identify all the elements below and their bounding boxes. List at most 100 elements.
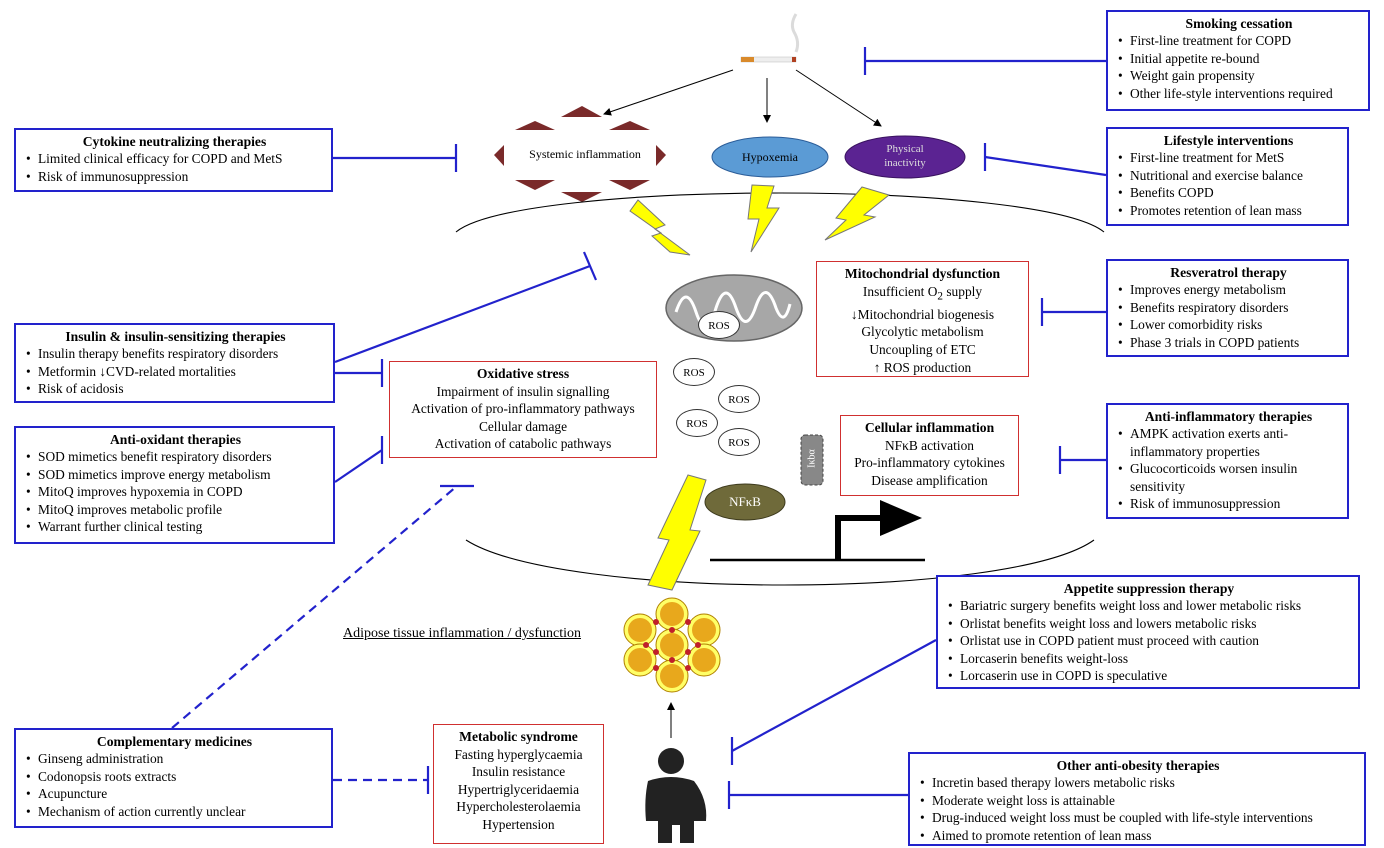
ikba-label: Iκbα bbox=[806, 449, 818, 468]
antioxidant-item: MitoQ improves hypoxemia in COPD bbox=[26, 483, 327, 501]
smoking-item: Other life-style interventions required bbox=[1118, 85, 1362, 103]
antioxidant-item: MitoQ improves metabolic profile bbox=[26, 501, 327, 519]
cytokine-item: Limited clinical efficacy for COPD and M… bbox=[26, 150, 325, 168]
transcription-arrow-icon bbox=[710, 500, 925, 562]
cytokine-title: Cytokine neutralizing therapies bbox=[82, 134, 267, 149]
lifestyle-box: Lifestyle interventions First-line treat… bbox=[1106, 127, 1349, 226]
smoking-item: First-line treatment for COPD bbox=[1118, 32, 1362, 50]
inactivity-ellipse bbox=[844, 135, 966, 179]
ikba-tag bbox=[800, 434, 824, 486]
metabolic-line: Hypertension bbox=[482, 816, 555, 832]
smoking-cessation-box: Smoking cessation First-line treatment f… bbox=[1106, 10, 1370, 111]
cellular-line: Pro-inflammatory cytokines bbox=[854, 455, 1005, 471]
ros-bubble: ROS bbox=[676, 409, 718, 437]
resveratrol-item: Benefits respiratory disorders bbox=[1118, 299, 1341, 317]
systemic-inflammation-label: Systemic inflammation bbox=[529, 147, 641, 161]
complementary-item: Codonopsis roots extracts bbox=[26, 768, 325, 786]
mito-o2-sub: 2 bbox=[937, 290, 943, 303]
hypoxemia-label: Hypoxemia bbox=[742, 150, 798, 164]
cellular-line: Disease amplification bbox=[871, 472, 988, 488]
lifestyle-item: Promotes retention of lean mass bbox=[1118, 202, 1341, 220]
metabolic-syndrome-box: Metabolic syndrome Fasting hyperglycaemi… bbox=[433, 724, 604, 844]
antiinflammatory-item: Risk of immunosuppression bbox=[1118, 495, 1341, 513]
ros-bubble: ROS bbox=[698, 311, 740, 339]
metabolic-title: Metabolic syndrome bbox=[459, 729, 578, 744]
complementary-title: Complementary medicines bbox=[96, 734, 253, 749]
lifestyle-item: Benefits COPD bbox=[1118, 184, 1341, 202]
appetite-title: Appetite suppression therapy bbox=[1063, 581, 1235, 596]
mito-line: Insufficient O2 supply bbox=[823, 283, 1022, 306]
lifestyle-item: First-line treatment for MetS bbox=[1118, 149, 1341, 167]
metabolic-line: Fasting hyperglycaemia bbox=[454, 746, 583, 762]
lifestyle-item: Nutritional and exercise balance bbox=[1118, 167, 1341, 185]
appetite-item: Lorcaserin use in COPD is speculative bbox=[948, 667, 1352, 685]
antiobesity-item: Moderate weight loss is attainable bbox=[920, 792, 1358, 810]
oxidative-stress-box: Oxidative stress Impairment of insulin s… bbox=[389, 361, 657, 458]
appetite-item: Orlistat use in COPD patient must procee… bbox=[948, 632, 1352, 650]
resveratrol-item: Phase 3 trials in COPD patients bbox=[1118, 334, 1341, 352]
ros-bubble: ROS bbox=[718, 385, 760, 413]
cell-membrane-top bbox=[455, 192, 1105, 233]
antiobesity-item: Incretin based therapy lowers metabolic … bbox=[920, 774, 1358, 792]
oxidative-line: Cellular damage bbox=[478, 418, 568, 434]
arrow-to-inactivity bbox=[795, 69, 882, 127]
antiobesity-item: Drug-induced weight loss must be coupled… bbox=[920, 809, 1358, 827]
insulin-item: Metformin ↓CVD-related mortalities bbox=[26, 363, 327, 381]
complementary-item: Ginseng administration bbox=[26, 750, 325, 768]
complementary-item: Acupuncture bbox=[26, 785, 325, 803]
insulin-box: Insulin & insulin-sensitizing therapies … bbox=[14, 323, 335, 403]
smoking-item: Weight gain propensity bbox=[1118, 67, 1362, 85]
mito-line: Uncoupling of ETC bbox=[869, 342, 976, 358]
appetite-item: Orlistat benefits weight loss and lowers… bbox=[948, 615, 1352, 633]
antioxidant-item: SOD mimetics benefit respiratory disorde… bbox=[26, 448, 327, 466]
metabolic-line: Hypertriglyceridaemia bbox=[457, 781, 580, 797]
insulin-item: Risk of acidosis bbox=[26, 380, 327, 398]
nfkb-ellipse bbox=[704, 483, 786, 521]
mito-line: ↑ ROS production bbox=[873, 359, 972, 375]
resveratrol-item: Improves energy metabolism bbox=[1118, 281, 1341, 299]
mito-line: Glycolytic metabolism bbox=[861, 324, 984, 340]
anti-obesity-box: Other anti-obesity therapies Incretin ba… bbox=[908, 752, 1366, 846]
nfkb-label: NFκB bbox=[729, 494, 761, 509]
adipose-label: Adipose tissue inflammation / dysfunctio… bbox=[343, 626, 581, 641]
complementary-box: Complementary medicines Ginseng administ… bbox=[14, 728, 333, 828]
inactivity-label-line2: inactivity bbox=[884, 157, 926, 169]
smoking-title: Smoking cessation bbox=[1185, 16, 1293, 31]
ros-bubble: ROS bbox=[718, 428, 760, 456]
antiinflammatory-title: Anti-inflammatory therapies bbox=[1144, 409, 1313, 424]
smoking-item: Initial appetite re-bound bbox=[1118, 50, 1362, 68]
appetite-item: Lorcaserin benefits weight-loss bbox=[948, 650, 1352, 668]
resveratrol-title: Resveratrol therapy bbox=[1170, 265, 1287, 280]
mito-line: ↓Mitochondrial biogenesis bbox=[850, 306, 995, 322]
appetite-item: Bariatric surgery benefits weight loss a… bbox=[948, 597, 1352, 615]
cigarette-icon bbox=[740, 13, 800, 63]
mito-o2-text: Insufficient O bbox=[862, 283, 938, 299]
lightning-icon bbox=[629, 184, 891, 591]
insulin-item: Insulin therapy benefits respiratory dis… bbox=[26, 345, 327, 363]
cellular-title: Cellular inflammation bbox=[864, 420, 995, 435]
oxidative-title: Oxidative stress bbox=[476, 366, 570, 381]
arrow-to-systemic bbox=[603, 69, 734, 116]
mito-supply-text: supply bbox=[943, 283, 983, 299]
mitochondrial-dysfunction-box: Mitochondrial dysfunction Insufficient O… bbox=[816, 261, 1029, 377]
cytokine-item: Risk of immunosuppression bbox=[26, 168, 325, 186]
oxidative-line: Impairment of insulin signalling bbox=[436, 383, 610, 399]
mito-title: Mitochondrial dysfunction bbox=[844, 266, 1001, 281]
oxidative-line: Activation of pro-inflammatory pathways bbox=[411, 401, 635, 417]
cell-membrane-bottom bbox=[465, 539, 1095, 586]
resveratrol-item: Lower comorbidity risks bbox=[1118, 316, 1341, 334]
anti-inflammatory-box: Anti-inflammatory therapies AMPK activat… bbox=[1106, 403, 1349, 519]
antiinflammatory-item: AMPK activation exerts anti-inflammatory… bbox=[1118, 425, 1341, 460]
cytokine-box: Cytokine neutralizing therapies Limited … bbox=[14, 128, 333, 192]
antiobesity-title: Other anti-obesity therapies bbox=[1056, 758, 1220, 773]
oxidative-line: Activation of catabolic pathways bbox=[434, 436, 612, 452]
antiinflammatory-item: Glucocorticoids worsen insulin sensitivi… bbox=[1118, 460, 1341, 495]
antioxidant-item: Warrant further clinical testing bbox=[26, 518, 327, 536]
antioxidant-item: SOD mimetics improve energy metabolism bbox=[26, 466, 327, 484]
adipocyte-cluster-icon bbox=[623, 597, 721, 693]
metabolic-line: Insulin resistance bbox=[471, 764, 566, 780]
metabolic-line: Hypercholesterolaemia bbox=[456, 799, 581, 815]
cellular-inflammation-box: Cellular inflammation NFκB activation Pr… bbox=[840, 415, 1019, 496]
antioxidant-title: Anti-oxidant therapies bbox=[109, 432, 242, 447]
